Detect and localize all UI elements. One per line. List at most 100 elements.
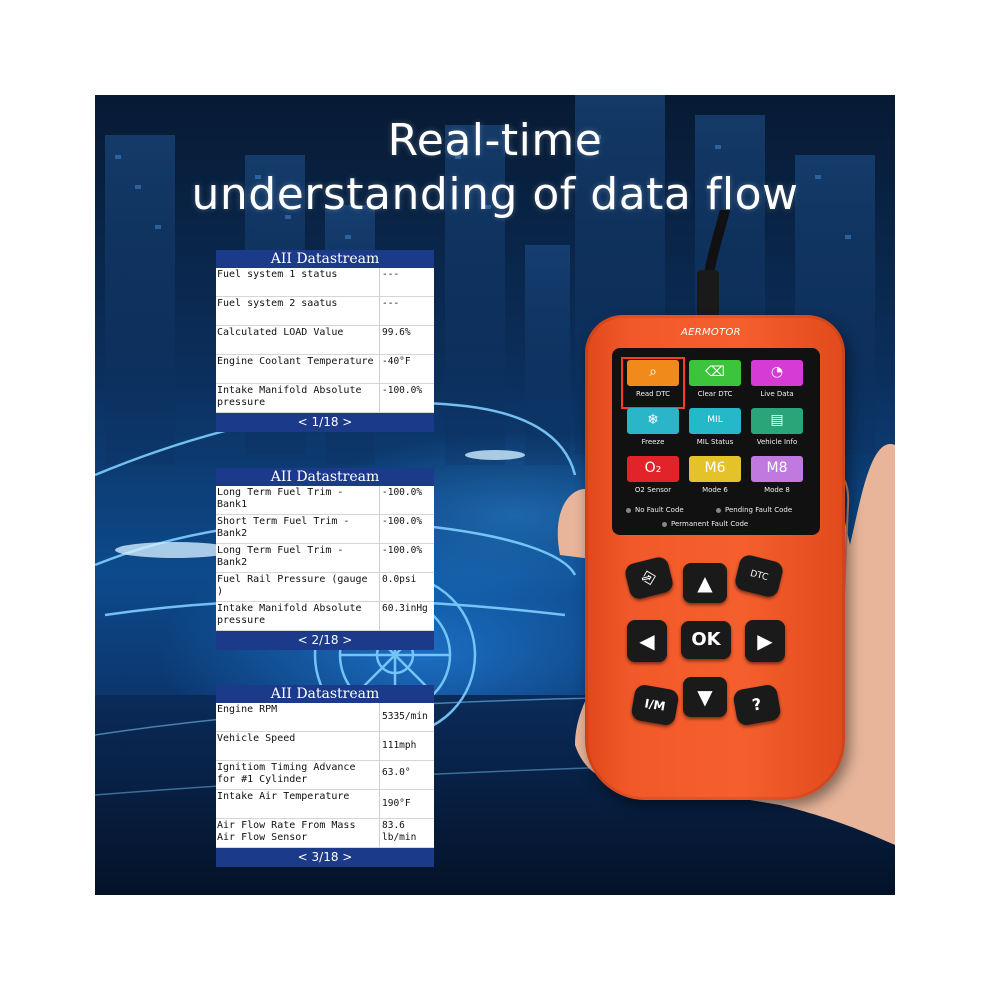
menu-tile-label: Mode 6 bbox=[702, 486, 728, 494]
param-name: Calculated LOAD Value bbox=[216, 326, 380, 354]
param-name: Intake Air Temperature bbox=[216, 790, 380, 818]
mode6-icon: M6 bbox=[704, 460, 726, 476]
datastream-panel-2: AII Datastream Long Term Fuel Trim - Ban… bbox=[216, 468, 434, 650]
obd-cable bbox=[697, 210, 730, 320]
snowflake-icon: ❄ bbox=[647, 412, 659, 428]
param-value: --- bbox=[382, 269, 400, 280]
legend-permanent: Permanent Fault Code bbox=[662, 520, 748, 528]
exit-button[interactable]: ⎆ bbox=[623, 555, 675, 601]
page-indicator[interactable]: < 1/18 > bbox=[216, 413, 434, 432]
param-name: Long Term Fuel Trim - Bank2 bbox=[216, 544, 380, 572]
param-value: 83.6 lb/min bbox=[382, 820, 417, 843]
table-row: Intake Manifold Absolute pressure-100.0% bbox=[216, 384, 434, 413]
menu-tile-icon-box: ⌫ bbox=[689, 360, 741, 386]
menu-tile-icon-box: ⌕ bbox=[627, 360, 679, 386]
status-dot-icon bbox=[662, 521, 667, 527]
param-value: 5335/min bbox=[382, 711, 428, 722]
arrow-down-icon: ▼ bbox=[697, 685, 713, 709]
menu-tile-live-data[interactable]: ◔ Live Data bbox=[748, 360, 806, 406]
param-name: Short Term Fuel Trim - Bank2 bbox=[216, 515, 380, 543]
page-indicator[interactable]: < 2/18 > bbox=[216, 631, 434, 650]
headline-line-2: understanding of data flow bbox=[191, 169, 799, 220]
table-row: Fuel Rail Pressure (gauge )0.0psi bbox=[216, 573, 434, 602]
table-row: Long Term Fuel Trim - Bank1-100.0% bbox=[216, 486, 434, 515]
o2-sensor-icon: O₂ bbox=[644, 460, 662, 476]
param-name: Air Flow Rate From Mass Air Flow Sensor bbox=[216, 819, 380, 847]
param-value: -100.0% bbox=[382, 385, 423, 396]
gauge-icon: ◔ bbox=[770, 364, 784, 380]
menu-tile-label: Vehicle Info bbox=[756, 438, 798, 446]
param-name: Intake Manifold Absolute pressure bbox=[216, 384, 380, 412]
arrow-right-icon: ▶ bbox=[757, 629, 773, 653]
page-indicator[interactable]: < 3/18 > bbox=[216, 848, 434, 867]
param-value: 63.0° bbox=[382, 767, 411, 778]
arrow-left-icon: ◀ bbox=[639, 629, 655, 653]
menu-tile-icon-box: ▤ bbox=[751, 408, 803, 434]
vehicle-info-icon: ▤ bbox=[770, 412, 784, 428]
param-value: 111mph bbox=[382, 740, 417, 751]
legend-no-fault: No Fault Code bbox=[626, 506, 684, 514]
datastream-panel-1: AII Datastream Fuel system 1 status--- F… bbox=[216, 250, 434, 432]
menu-tile-label: Live Data bbox=[760, 390, 794, 398]
im-button[interactable]: I/M bbox=[630, 683, 680, 727]
ok-label: OK bbox=[691, 629, 721, 650]
table-row: Long Term Fuel Trim - Bank2-100.0% bbox=[216, 544, 434, 573]
param-value: -40°F bbox=[382, 356, 411, 367]
menu-tile-icon-box: ◔ bbox=[751, 360, 803, 386]
param-value: 0.0psi bbox=[382, 574, 417, 585]
menu-tile-label: Read DTC bbox=[636, 390, 670, 398]
menu-tile-icon-box: ❄ bbox=[627, 408, 679, 434]
dtc-button[interactable]: DTC bbox=[733, 553, 785, 599]
menu-tile-icon-box: M6 bbox=[689, 456, 741, 482]
menu-tile-freeze[interactable]: ❄ Freeze bbox=[624, 408, 682, 454]
arrow-up-icon: ▲ bbox=[697, 571, 713, 595]
menu-tile-label: Freeze bbox=[641, 438, 665, 446]
menu-tile-vehicle-info[interactable]: ▤ Vehicle Info bbox=[748, 408, 806, 454]
param-name: Fuel system 2 saatus bbox=[216, 297, 380, 325]
exit-icon: ⎆ bbox=[639, 565, 659, 590]
menu-tile-label: O2 Sensor bbox=[634, 486, 672, 494]
help-button[interactable]: ? bbox=[732, 683, 782, 727]
car-search-icon: ⌕ bbox=[649, 364, 657, 380]
menu-tile-read-dtc[interactable]: ⌕ Read DTC bbox=[621, 357, 685, 409]
menu-tile-label: Clear DTC bbox=[697, 390, 733, 398]
menu-tile-label: Mode 8 bbox=[764, 486, 790, 494]
param-value: 60.3inHg bbox=[382, 603, 428, 614]
legend-pending-label: Pending Fault Code bbox=[725, 506, 793, 514]
left-button[interactable]: ◀ bbox=[627, 620, 667, 662]
im-label: I/M bbox=[643, 696, 667, 714]
brand-logo: AERMOTOR bbox=[681, 327, 741, 338]
status-dot-icon bbox=[626, 507, 631, 513]
param-name: Fuel system 1 status bbox=[216, 268, 380, 296]
menu-tile-clear-dtc[interactable]: ⌫ Clear DTC bbox=[686, 360, 744, 406]
table-row: Engine Coolant Temperature-40°F bbox=[216, 355, 434, 384]
mode8-icon: M8 bbox=[766, 460, 788, 476]
param-name: Engine Coolant Temperature bbox=[216, 355, 380, 383]
up-button[interactable]: ▲ bbox=[683, 563, 727, 603]
headline-line-1: Real-time bbox=[387, 115, 603, 166]
param-value: --- bbox=[382, 298, 400, 309]
param-value: -100.0% bbox=[382, 545, 423, 556]
param-value: 190°F bbox=[382, 798, 411, 809]
param-value: 99.6% bbox=[382, 327, 411, 338]
right-button[interactable]: ▶ bbox=[745, 620, 785, 662]
panel-title: AII Datastream bbox=[216, 250, 434, 268]
menu-tile-o2-sensor[interactable]: O₂ O2 Sensor bbox=[624, 456, 682, 502]
down-button[interactable]: ▼ bbox=[683, 677, 727, 717]
menu-tile-icon-box: MIL bbox=[689, 408, 741, 434]
menu-tile-icon-box: O₂ bbox=[627, 456, 679, 482]
help-icon: ? bbox=[750, 694, 764, 715]
param-name: Engine RPM bbox=[216, 703, 380, 731]
ok-button[interactable]: OK bbox=[681, 621, 731, 659]
